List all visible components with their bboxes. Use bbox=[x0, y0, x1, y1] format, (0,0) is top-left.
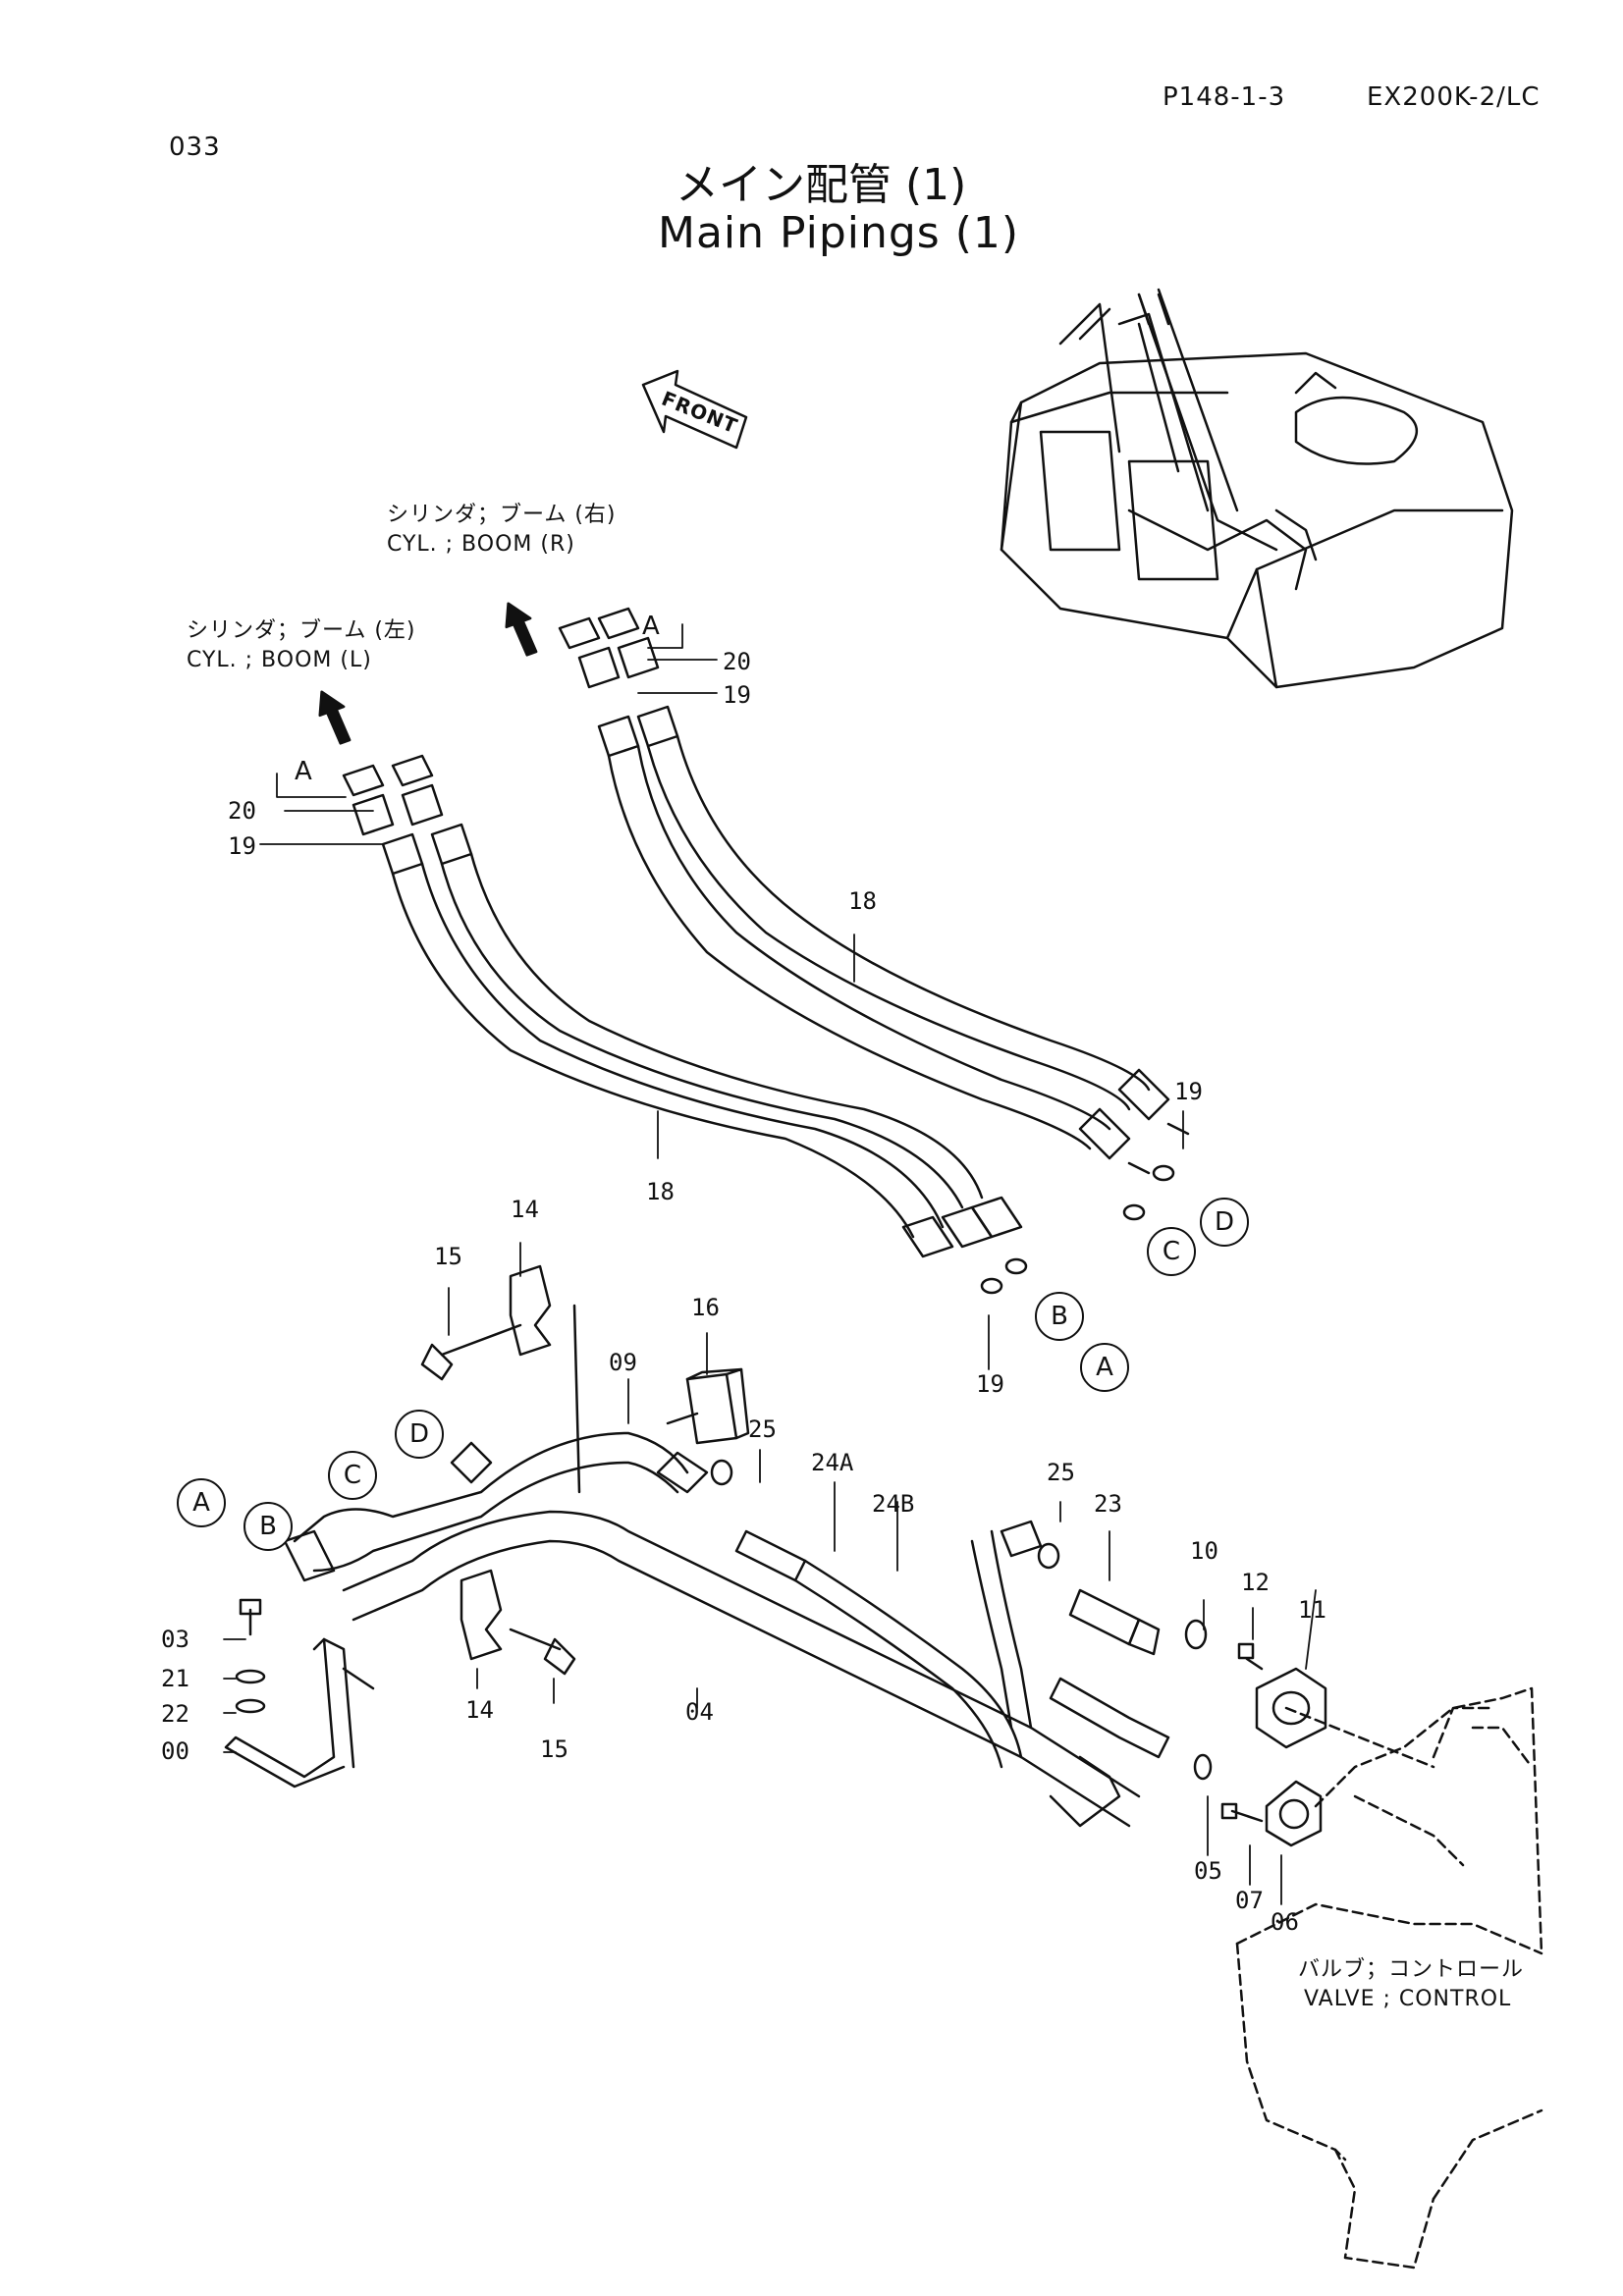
title-english: Main Pipings (1) bbox=[658, 208, 1020, 258]
part-11: 11 bbox=[1298, 1596, 1326, 1624]
part-20-left: 20 bbox=[228, 797, 256, 825]
part-04: 04 bbox=[685, 1698, 714, 1726]
part-15-top: 15 bbox=[434, 1243, 462, 1270]
boom-right-en-label: CYL. ; BOOM (R) bbox=[387, 532, 575, 557]
valve-jp-label: バルブ；コントロール bbox=[1298, 1957, 1525, 1982]
title-japanese: メイン配管 (1) bbox=[676, 160, 967, 210]
part-14-bottom: 14 bbox=[465, 1696, 494, 1724]
flow-arrows bbox=[318, 602, 538, 745]
boom-left-hoses bbox=[342, 754, 1023, 1258]
leader-lines bbox=[223, 623, 1317, 1905]
boom-right-hoses bbox=[558, 607, 1190, 1175]
part-03: 03 bbox=[161, 1626, 189, 1653]
part-19-bottom: 19 bbox=[976, 1370, 1004, 1398]
part-07: 07 bbox=[1235, 1887, 1264, 1914]
part-19-left: 19 bbox=[228, 832, 256, 860]
part-23: 23 bbox=[1094, 1490, 1122, 1518]
callout-b-right: B bbox=[1035, 1292, 1084, 1341]
valve-en-label: VALVE ; CONTROL bbox=[1304, 1987, 1512, 2011]
o-rings bbox=[710, 1164, 1213, 1781]
part-19-mid: 19 bbox=[1174, 1078, 1203, 1105]
part-24b: 24B bbox=[872, 1490, 915, 1518]
callout-c-right: C bbox=[1147, 1227, 1196, 1276]
boom-right-jp-label: シリンダ；ブーム (右) bbox=[387, 503, 617, 527]
part-12: 12 bbox=[1241, 1569, 1270, 1596]
callout-a-right: A bbox=[1080, 1343, 1129, 1392]
flanges bbox=[1220, 1642, 1327, 1847]
page-reference: P148-1-3 bbox=[1163, 82, 1286, 112]
part-20-right: 20 bbox=[723, 648, 751, 675]
part-24a: 24A bbox=[811, 1449, 854, 1476]
hose-24 bbox=[734, 1520, 1170, 1828]
part-18-lower: 18 bbox=[646, 1178, 675, 1205]
callout-c-left: C bbox=[328, 1451, 377, 1500]
callout-a-top-right: A bbox=[642, 612, 661, 641]
part-15-bottom: 15 bbox=[540, 1735, 568, 1763]
control-valve bbox=[1235, 1686, 1543, 2269]
callout-d-left: D bbox=[395, 1410, 444, 1459]
bracket-00 bbox=[224, 1598, 375, 1789]
part-19-right: 19 bbox=[723, 681, 751, 709]
part-22: 22 bbox=[161, 1700, 189, 1728]
part-09: 09 bbox=[609, 1349, 637, 1376]
callout-a-top-left: A bbox=[295, 757, 313, 786]
page-number: 033 bbox=[169, 133, 221, 162]
boom-left-jp-label: シリンダ；ブーム (左) bbox=[187, 618, 416, 643]
part-21: 21 bbox=[161, 1665, 189, 1692]
model-name: EX200K-2/LC bbox=[1367, 82, 1541, 112]
boom-left-en-label: CYL. ; BOOM (L) bbox=[187, 648, 372, 672]
front-arrow-icon bbox=[641, 369, 748, 450]
clamps bbox=[420, 1264, 581, 1676]
part-18-upper: 18 bbox=[848, 887, 877, 915]
part-14-top: 14 bbox=[511, 1196, 539, 1223]
callout-b-left: B bbox=[243, 1502, 293, 1551]
main-pipes bbox=[283, 1431, 1141, 1828]
callout-d-right: D bbox=[1200, 1198, 1249, 1247]
callout-a-left: A bbox=[177, 1478, 226, 1527]
part-06: 06 bbox=[1271, 1908, 1299, 1936]
block-16 bbox=[666, 1367, 750, 1445]
part-05: 05 bbox=[1194, 1857, 1222, 1885]
part-10: 10 bbox=[1190, 1537, 1218, 1565]
part-16: 16 bbox=[691, 1294, 720, 1321]
excavator-icon bbox=[1000, 288, 1514, 689]
part-25-left: 25 bbox=[748, 1415, 777, 1443]
part-00: 00 bbox=[161, 1737, 189, 1765]
part-25-right: 25 bbox=[1047, 1459, 1075, 1486]
